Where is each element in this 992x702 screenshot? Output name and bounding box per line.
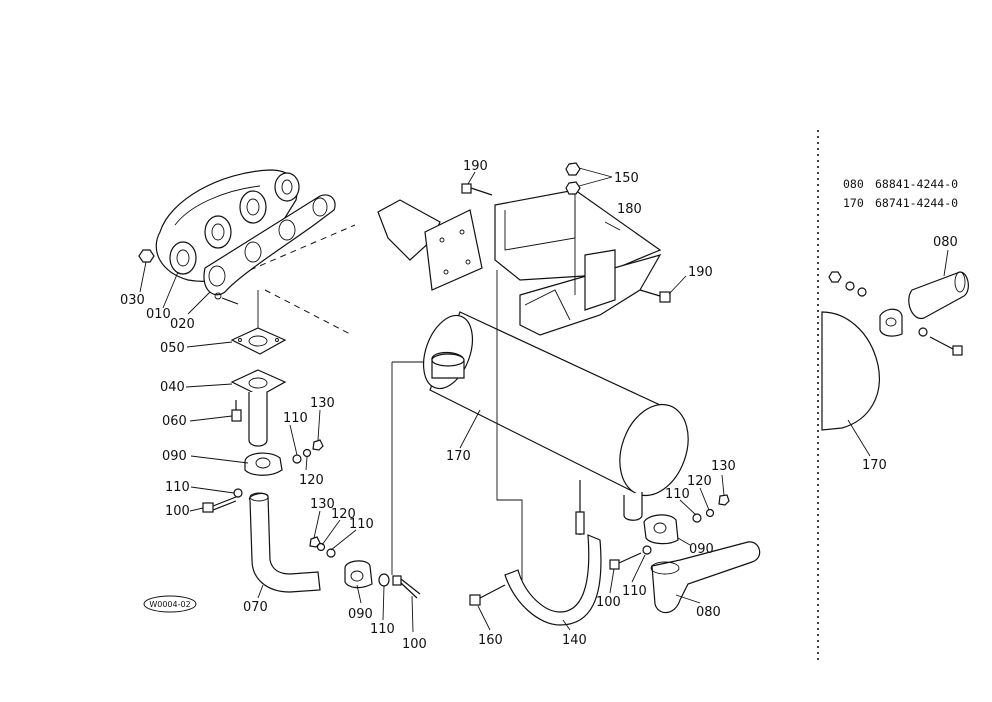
tail-pipe xyxy=(650,541,761,614)
callout-050: 050 xyxy=(160,341,185,356)
callout-160: 160 xyxy=(478,633,503,648)
strap-bolt xyxy=(469,584,506,606)
manifold-nut xyxy=(138,249,155,263)
tail-clamp xyxy=(643,514,679,545)
clamp-hardware-lower xyxy=(309,536,421,599)
pipe-clamp-upper xyxy=(244,452,283,476)
exhaust-pipe xyxy=(248,492,321,593)
callout-020: 020 xyxy=(170,317,195,332)
callout-130: 130 xyxy=(310,497,335,512)
parts-list: 080 68841-4244-0 170 68741-4244-0 xyxy=(843,177,958,210)
parts-list-part-number: 68741-4244-0 xyxy=(875,196,958,210)
callout-110: 110 xyxy=(165,480,190,495)
callout-190: 190 xyxy=(463,159,488,174)
mount-bracket-left xyxy=(377,199,483,291)
callout-170: 170 xyxy=(446,449,471,464)
leader xyxy=(496,270,523,580)
callout-110: 110 xyxy=(349,517,374,532)
callout-010: 010 xyxy=(146,307,171,322)
parts-list-ref: 080 xyxy=(843,177,864,191)
callout-080: 080 xyxy=(696,605,721,620)
bracket-bolt-right xyxy=(639,289,671,303)
callout-120: 120 xyxy=(687,474,712,489)
callout-130: 130 xyxy=(711,459,736,474)
callout-090: 090 xyxy=(689,542,714,557)
callout-070: 070 xyxy=(243,600,268,615)
bracket-nuts xyxy=(565,162,581,295)
callout-labels: 030 010 020 050 040 060 090 110 130 120 … xyxy=(120,159,958,652)
mount-bracket-frame xyxy=(494,189,662,336)
callout-140: 140 xyxy=(562,633,587,648)
flange-bolt xyxy=(231,400,242,422)
manifold-stud xyxy=(214,292,239,305)
callout-leaders xyxy=(139,167,949,633)
parts-list-part-number: 68841-4244-0 xyxy=(875,177,958,191)
callout-100: 100 xyxy=(165,504,190,519)
callout-110: 110 xyxy=(370,622,395,637)
callout-090: 090 xyxy=(348,607,373,622)
detail-inset xyxy=(821,271,969,431)
muffler xyxy=(422,311,689,521)
callout-100: 100 xyxy=(402,637,427,652)
callout-120: 120 xyxy=(299,473,324,488)
muffler-strap xyxy=(504,480,602,626)
tail-clamp-hardware xyxy=(609,494,730,570)
callout-040: 040 xyxy=(160,380,185,395)
callout-110: 110 xyxy=(665,487,690,502)
flange-pipe xyxy=(230,369,287,447)
reference-code: W0004-02 xyxy=(149,600,190,609)
callout-190: 190 xyxy=(688,265,713,280)
bracket-bolt-top xyxy=(461,183,493,196)
clamp-bolt-left xyxy=(202,488,243,513)
reference-code-badge: W0004-02 xyxy=(143,595,197,613)
callout-130: 130 xyxy=(310,396,335,411)
callout-120: 120 xyxy=(331,507,356,522)
callout-150: 150 xyxy=(614,171,639,186)
manifold-gasket xyxy=(203,194,336,296)
clamp-hardware-upper xyxy=(292,439,324,464)
flange-gasket xyxy=(230,327,287,355)
parts-list-ref: 170 xyxy=(843,196,864,210)
callout-110: 110 xyxy=(283,411,308,426)
callout-090: 090 xyxy=(162,449,187,464)
callout-100: 100 xyxy=(596,595,621,610)
callout-060: 060 xyxy=(162,414,187,429)
guide-line xyxy=(249,224,356,271)
callout-180: 180 xyxy=(617,202,642,217)
callout-080: 080 xyxy=(933,235,958,250)
guide-line xyxy=(264,289,353,336)
pipe-clamp-lower xyxy=(344,560,373,589)
callout-030: 030 xyxy=(120,293,145,308)
callout-110: 110 xyxy=(622,584,647,599)
callout-170: 170 xyxy=(862,458,887,473)
